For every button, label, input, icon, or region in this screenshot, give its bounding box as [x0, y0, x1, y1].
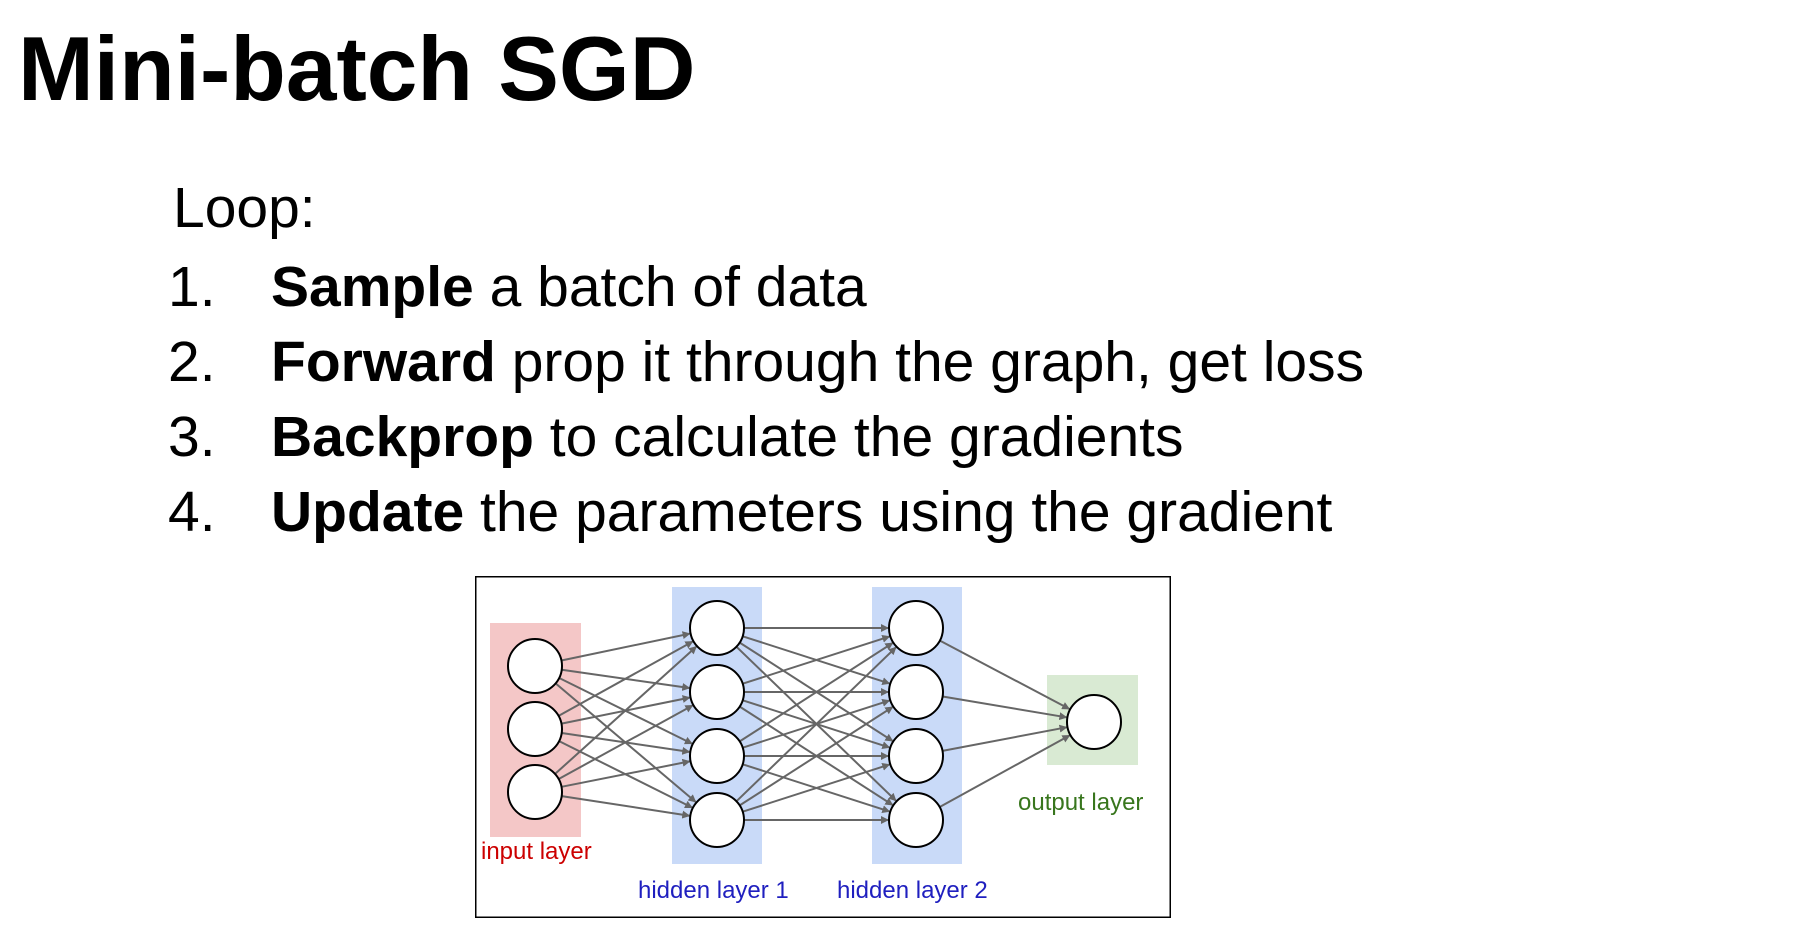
step-number: 1. — [168, 255, 216, 319]
step-number: 3. — [168, 405, 216, 469]
connection-arrow — [558, 704, 694, 780]
input-neuron — [507, 638, 563, 694]
connection-arrow — [942, 724, 1068, 752]
input-neuron — [507, 764, 563, 820]
step-item: 3. Backprop to calculate the gradients — [168, 400, 1364, 475]
hidden-1-neuron — [689, 792, 745, 848]
connection-arrow — [939, 734, 1071, 808]
step-item: 2. Forward prop it through the graph, get… — [168, 325, 1364, 400]
hidden-2-neuron — [888, 728, 944, 784]
connection-arrow — [739, 706, 894, 807]
connection-arrow — [742, 634, 891, 685]
connection-arrow — [739, 642, 894, 743]
step-number: 4. — [168, 480, 216, 544]
output-layer-label: output layer — [1018, 789, 1143, 816]
hidden-1-neuron — [689, 664, 745, 720]
input-neuron — [507, 701, 563, 757]
step-keyword: Sample — [271, 255, 474, 319]
connection-arrow — [735, 646, 897, 803]
connection-arrow — [558, 640, 694, 717]
slide-title: Mini-batch SGD — [18, 19, 696, 120]
connection-arrow — [942, 695, 1068, 721]
connection-arrow — [561, 795, 691, 819]
input-layer-label: input layer — [481, 838, 592, 865]
step-number: 2. — [168, 330, 216, 394]
loop-label: Loop: — [173, 176, 316, 240]
connection-arrow — [742, 762, 891, 813]
hidden-layer-2-label: hidden layer 2 — [837, 877, 988, 904]
connection-arrow — [561, 758, 691, 788]
step-keyword: Update — [271, 480, 465, 544]
step-text: a batch of data — [473, 255, 867, 319]
step-keyword: Backprop — [271, 405, 534, 469]
neural-network-diagram: input layer hidden layer 1 hidden layer … — [475, 576, 1171, 918]
output-neuron — [1066, 694, 1122, 750]
connection-arrow — [561, 631, 691, 662]
step-text: the parameters using the gradient — [464, 480, 1333, 544]
hidden-2-neuron — [888, 664, 944, 720]
step-keyword: Forward — [271, 330, 496, 394]
step-item: 1. Sample a batch of data — [168, 250, 1364, 325]
step-text: prop it through the graph, get loss — [495, 330, 1365, 394]
step-item: 4. Update the parameters using the gradie… — [168, 475, 1364, 550]
hidden-2-neuron — [888, 600, 944, 656]
steps-list: 1. Sample a batch of data 2. Forward prop … — [168, 250, 1364, 550]
step-text: to calculate the gradients — [533, 405, 1184, 469]
hidden-2-neuron — [888, 792, 944, 848]
hidden-layer-1-label: hidden layer 1 — [638, 877, 789, 904]
diagram-frame — [475, 576, 1171, 918]
connection-arrow — [554, 645, 697, 775]
hidden-1-neuron — [689, 728, 745, 784]
hidden-1-neuron — [689, 600, 745, 656]
connection-arrow — [939, 639, 1071, 710]
